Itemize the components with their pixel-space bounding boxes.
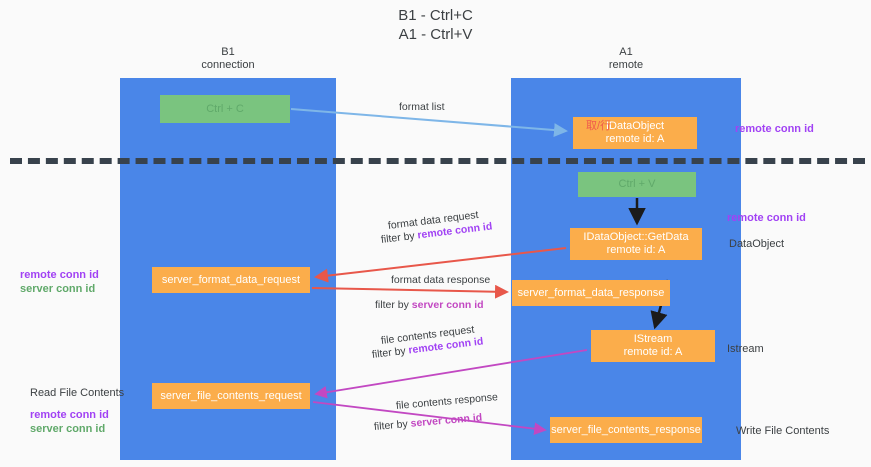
edge-label-format-data-response-filter: filter by server conn id	[375, 298, 484, 312]
edge-label-format-data-response: format data response	[391, 274, 491, 286]
column-header-b1-name: B1	[221, 46, 235, 58]
annotation-left-server-conn-id-2: server conn id	[30, 423, 106, 435]
node-server-format-data-response[interactable]: server_format_data_response	[512, 280, 670, 306]
edge-label-file-contents-response-filter: filter by server conn id	[373, 411, 482, 434]
node-server-file-contents-response[interactable]: server_file_contents_response	[550, 417, 702, 443]
column-header-a1-name: A1	[619, 46, 633, 58]
node-idataobject-getdata[interactable]: IDataObject::GetData remote id: A	[570, 228, 702, 260]
edge-label-fdreq-filter-prefix: filter by	[380, 229, 419, 246]
annotation-remote-conn-id-mid: remote conn id	[727, 212, 806, 224]
node-sfcres-label: server_file_contents_response	[551, 423, 701, 436]
node-idataobject-ghost-glyphs: 取/行	[585, 120, 612, 132]
annotation-dataobject: DataObject	[729, 238, 785, 250]
edge-label-fdres-filter-value: server conn id	[411, 299, 484, 311]
node-ctrl-v-label: Ctrl + V	[618, 178, 656, 190]
edge-label-file-contents-response: file contents response	[395, 391, 499, 412]
node-idataobject[interactable]: 取/行 IDataObject remote id: A	[573, 117, 697, 149]
node-server-format-data-request[interactable]: server_format_data_request	[152, 267, 310, 293]
title-line-2: A1 - Ctrl+V	[398, 26, 473, 43]
node-ctrl-c-label: Ctrl + C	[206, 102, 244, 115]
column-header-b1-sub: connection	[201, 59, 255, 71]
edge-format-data-response	[311, 284, 509, 299]
title-line-1: B1 - Ctrl+C	[398, 7, 473, 24]
annotation-left-read-file-block: Read File Contents remote conn id server…	[30, 386, 124, 436]
node-sfdres-label: server_format_data_response	[517, 286, 665, 299]
node-ctrl-c[interactable]: Ctrl + C	[160, 95, 290, 123]
annotation-left-server-conn-id: server conn id	[20, 283, 96, 295]
edge-label-fcres-filter-value: server conn id	[410, 411, 483, 430]
edge-label-fdres-filter-prefix: filter by	[375, 299, 412, 311]
edge-label-fcreq-filter-prefix: filter by	[371, 344, 410, 361]
column-header-a1: A1 remote	[511, 46, 741, 72]
column-header-b1: B1 connection	[120, 46, 336, 72]
node-istream-line1: IStream	[633, 333, 673, 345]
edge-label-fcres-filter-prefix: filter by	[373, 417, 412, 433]
node-getdata-line2: remote id: A	[606, 244, 666, 256]
column-header-a1-sub: remote	[608, 59, 644, 71]
annotation-left-remote-conn-id: remote conn id	[20, 269, 99, 281]
node-sfcreq-label: server_file_contents_request	[160, 389, 302, 402]
phase-divider	[10, 158, 865, 164]
annotation-istream: Istream	[727, 343, 764, 355]
node-istream-line2: remote id: A	[623, 346, 683, 358]
node-getdata-line1: IDataObject::GetData	[583, 231, 689, 243]
annotation-write-file-contents: Write File Contents	[736, 425, 830, 437]
node-server-file-contents-request[interactable]: server_file_contents_request	[152, 383, 310, 409]
diagram-title: B1 - Ctrl+C A1 - Ctrl+V	[0, 6, 871, 44]
annotation-left-remote-conn-id-2: remote conn id	[30, 409, 109, 421]
node-idataobject-line1-wrap: 取/行 IDataObject	[586, 120, 665, 133]
node-idataobject-line2: remote id: A	[605, 133, 665, 145]
node-idataobject-line1: IDataObject	[605, 120, 665, 132]
annotation-left-conn-ids-top: remote conn id server conn id	[20, 268, 99, 296]
node-istream[interactable]: IStream remote id: A	[591, 330, 715, 362]
edge-label-format-list: format list	[399, 101, 445, 113]
node-ctrl-v[interactable]: Ctrl + V	[578, 172, 696, 197]
node-sfdreq-label: server_format_data_request	[161, 273, 301, 286]
annotation-read-file-contents: Read File Contents	[30, 387, 125, 399]
annotation-remote-conn-id-top: remote conn id	[735, 123, 814, 135]
